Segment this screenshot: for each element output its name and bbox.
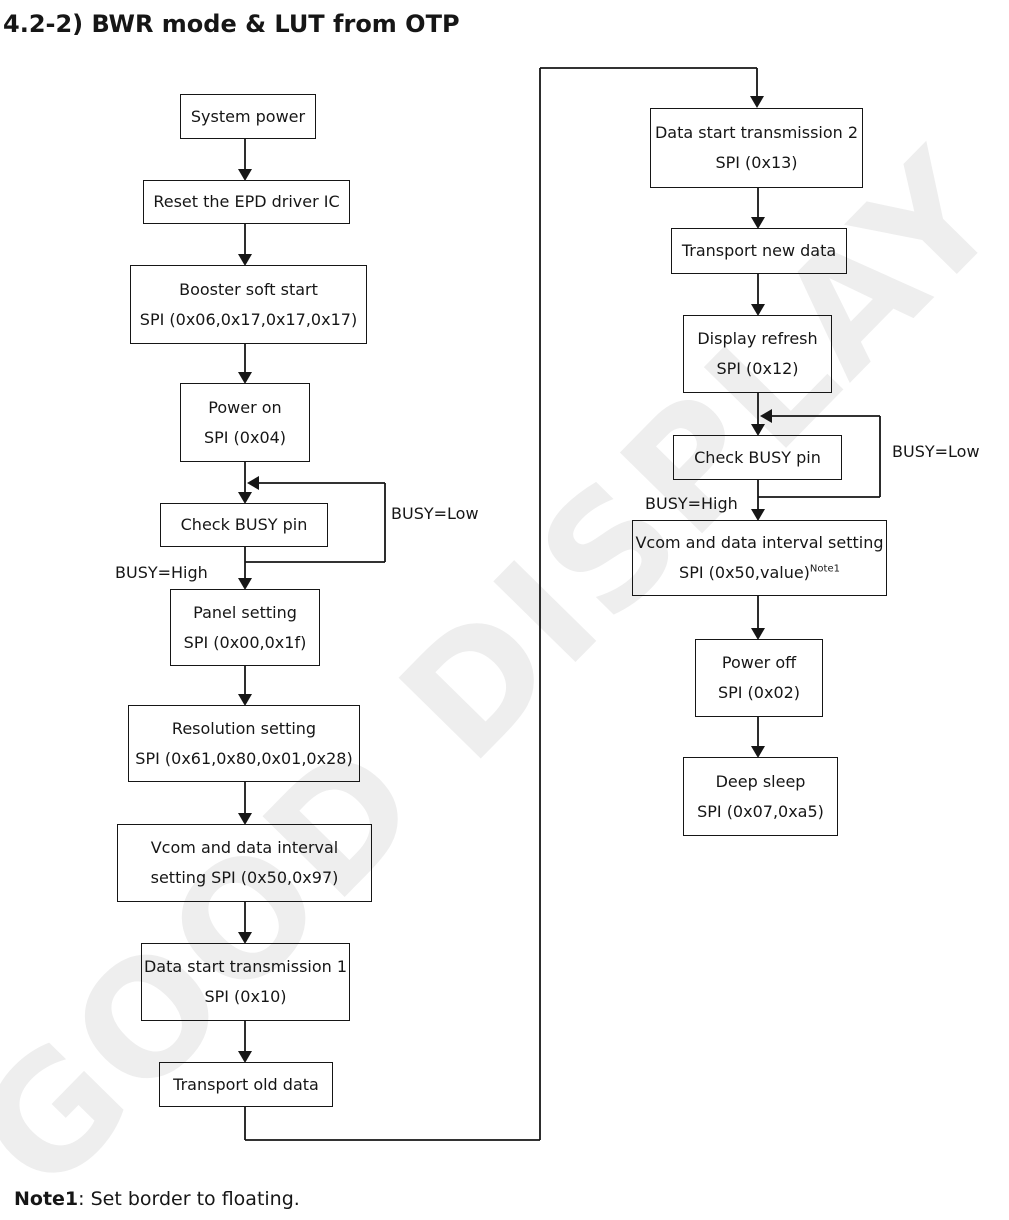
node-display-refresh: Display refresh SPI (0x12): [683, 315, 832, 393]
node-transport-new-data: Transport new data: [671, 228, 847, 274]
node-deep-sleep: Deep sleep SPI (0x07,0xa5): [683, 757, 838, 836]
node-resolution-setting: Resolution setting SPI (0x61,0x80,0x01,0…: [128, 705, 360, 782]
node-text: Vcom and data interval setting: [635, 533, 884, 552]
node-text: SPI (0x07,0xa5): [697, 801, 824, 821]
node-text: SPI (0x06,0x17,0x17,0x17): [139, 309, 358, 329]
edge-label-busy-low-1: BUSY=Low: [391, 504, 479, 523]
node-transport-old-data: Transport old data: [159, 1062, 333, 1107]
node-text: SPI (0x12): [716, 359, 799, 378]
edge-label-busy-high-1: BUSY=High: [115, 563, 208, 582]
edge-label-busy-high-2: BUSY=High: [645, 494, 738, 513]
node-text: Reset the EPD driver IC: [153, 192, 340, 211]
node-text: SPI (0x61,0x80,0x01,0x28): [135, 748, 353, 768]
node-system-power: System power: [180, 94, 316, 139]
node-data-start-transmission-1: Data start transmission 1 SPI (0x10): [141, 943, 350, 1021]
node-text: setting SPI (0x50,0x97): [150, 868, 339, 887]
edge-label-busy-low-2: BUSY=Low: [892, 442, 980, 461]
node-text: Transport old data: [173, 1074, 319, 1094]
node-text: Check BUSY pin: [694, 447, 821, 467]
node-vcom-data-interval-1: Vcom and data interval setting SPI (0x50…: [117, 824, 372, 902]
node-text: Resolution setting: [171, 718, 317, 738]
node-check-busy-pin-2: Check BUSY pin: [673, 435, 842, 480]
node-text: Power on: [208, 397, 282, 417]
node-text: SPI (0x00,0x1f): [183, 632, 307, 652]
node-check-busy-pin-1: Check BUSY pin: [160, 503, 328, 547]
note1-reference: Note1: [809, 563, 840, 575]
node-power-off: Power off SPI (0x02): [695, 639, 823, 717]
node-text: Display refresh: [697, 329, 818, 348]
node-booster-soft-start: Booster soft start SPI (0x06,0x17,0x17,0…: [130, 265, 367, 344]
node-text: SPI (0x10): [204, 987, 287, 1006]
node-text: SPI (0x04): [203, 427, 287, 447]
node-text: Panel setting: [193, 602, 297, 622]
footnote-label: Note1: [14, 1188, 79, 1210]
node-text: System power: [190, 106, 306, 126]
node-vcom-data-interval-2: Vcom and data interval setting SPI (0x50…: [632, 520, 887, 596]
footnote: Note1: Set border to floating.: [14, 1188, 300, 1210]
node-text: SPI (0x50,value)Note1: [679, 558, 840, 588]
node-text: Booster soft start: [179, 279, 318, 299]
page-title: 4.2-2) BWR mode & LUT from OTP: [3, 10, 460, 38]
node-reset-epd-driver: Reset the EPD driver IC: [143, 180, 350, 224]
node-panel-setting: Panel setting SPI (0x00,0x1f): [170, 589, 320, 666]
node-power-on: Power on SPI (0x04): [180, 383, 310, 462]
node-text: SPI (0x02): [717, 683, 801, 702]
footnote-text: : Set border to floating.: [78, 1188, 300, 1210]
node-text: Vcom and data interval: [150, 838, 339, 857]
node-text: Deep sleep: [715, 771, 806, 791]
node-text: SPI (0x50,value): [679, 563, 810, 582]
node-text: Data start transmission 2: [654, 123, 859, 142]
node-text: Transport new data: [681, 241, 837, 260]
node-data-start-transmission-2: Data start transmission 2 SPI (0x13): [650, 108, 863, 188]
node-text: Data start transmission 1: [143, 957, 348, 976]
node-text: Power off: [721, 653, 797, 672]
node-text: Check BUSY pin: [180, 515, 308, 534]
node-text: SPI (0x13): [715, 153, 798, 172]
